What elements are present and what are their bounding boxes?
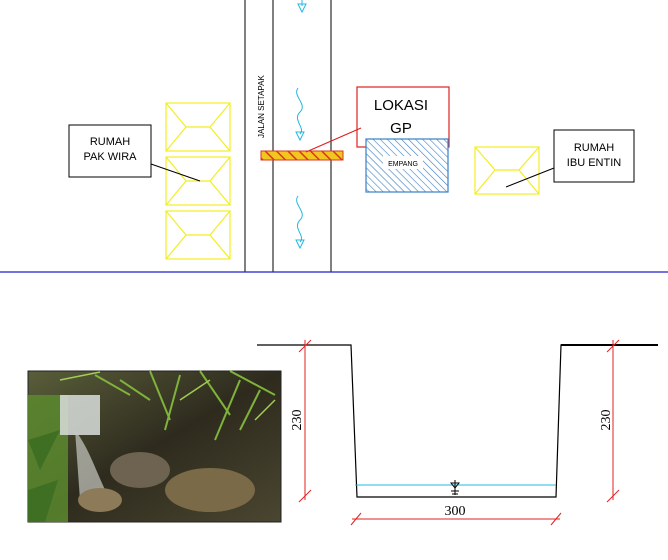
house-icon: [165, 210, 231, 260]
house-icon: [165, 156, 231, 206]
callout-right-line2: IBU ENTIN: [567, 157, 621, 169]
gp-location-bar: [260, 150, 344, 161]
water-level-icon: [449, 480, 461, 495]
callout-left-line1: RUMAH: [90, 136, 130, 148]
callout-lokasi-gp: LOKASI GP: [305, 86, 450, 153]
stream-photo: [27, 370, 282, 523]
callout-rumah-pak-wira: RUMAH PAK WIRA: [68, 124, 201, 182]
location-line2: GP: [390, 120, 412, 137]
house-icon: [474, 146, 540, 195]
width-value: 300: [445, 504, 466, 519]
house-right: [474, 146, 540, 195]
location-line1: LOKASI: [374, 97, 428, 114]
footpath: [244, 0, 332, 272]
flow-arrow-icon: [295, 195, 305, 250]
flow-arrow-icon: [297, 0, 307, 14]
flow-arrow-icon: [295, 87, 305, 142]
pond-label: EMPANG: [388, 161, 418, 168]
depth-right-value: 230: [599, 410, 614, 431]
channel-cross-section: [257, 344, 658, 498]
dimension-depth-left: [298, 339, 312, 503]
depth-left-value: 230: [290, 410, 305, 431]
houses-left: [165, 102, 231, 260]
callout-right-line1: RUMAH: [574, 142, 614, 154]
footpath-label: JALAN SETAPAK: [257, 75, 266, 139]
callout-left-line2: PAK WIRA: [84, 151, 138, 163]
pond: EMPANG: [365, 138, 449, 193]
house-icon: [165, 102, 231, 152]
dimension-width: [350, 512, 562, 526]
callout-rumah-ibu-entin: RUMAH IBU ENTIN: [505, 129, 635, 188]
dimension-depth-right: [606, 339, 620, 503]
water-flow-arrows: [295, 0, 307, 250]
